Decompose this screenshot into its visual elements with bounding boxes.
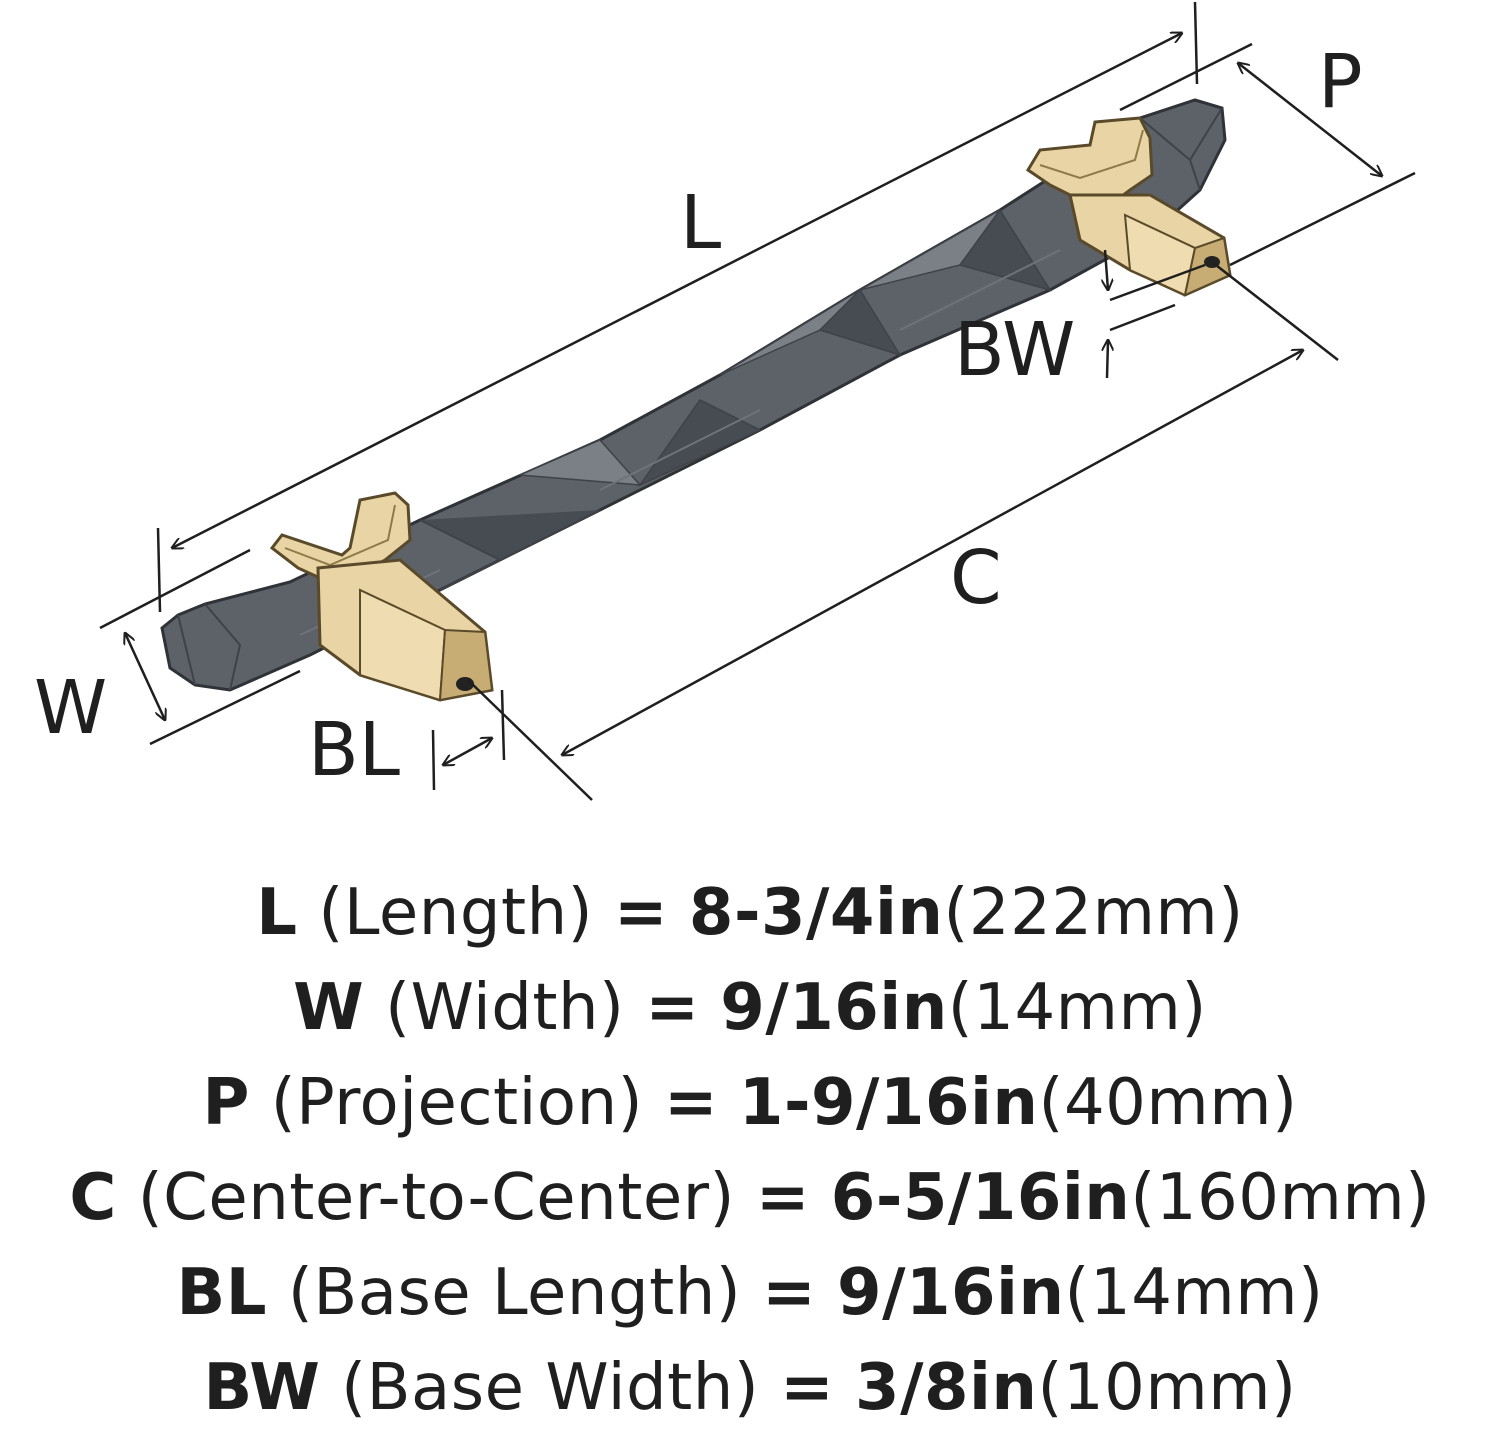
spec-row-projection: P (Projection) = 1-9/16in(40mm) bbox=[0, 1056, 1500, 1151]
label-p: P bbox=[1318, 39, 1363, 125]
spec-key: L bbox=[256, 876, 298, 950]
spec-row-base-width: BW (Base Width) = 3/8in(10mm) bbox=[0, 1341, 1500, 1436]
spec-equals: = bbox=[755, 1161, 810, 1235]
dim-line-c bbox=[562, 350, 1303, 755]
label-bl: BL bbox=[308, 707, 400, 793]
spec-row-base-length: BL (Base Length) = 9/16in(14mm) bbox=[0, 1246, 1500, 1341]
spec-value: 1-9/16in bbox=[738, 1066, 1039, 1140]
spec-desc: (Base Length) bbox=[287, 1256, 742, 1330]
spec-key: W bbox=[293, 971, 365, 1045]
spec-desc: (Width) bbox=[385, 971, 625, 1045]
spec-value: 8-3/4in bbox=[688, 876, 944, 950]
spec-row-length: L (Length) = 8-3/4in(222mm) bbox=[0, 866, 1500, 961]
label-c: C bbox=[950, 535, 1002, 621]
spec-desc: (Center-to-Center) bbox=[137, 1161, 735, 1235]
spec-metric: (10mm) bbox=[1037, 1351, 1297, 1425]
dim-line-bw-ext-b bbox=[1109, 303, 1176, 332]
spec-metric: (14mm) bbox=[947, 971, 1207, 1045]
ext-line-l-left bbox=[156, 527, 162, 613]
spec-key: BL bbox=[176, 1256, 267, 1330]
spec-equals: = bbox=[780, 1351, 835, 1425]
spec-value: 3/8in bbox=[855, 1351, 1038, 1425]
spec-equals: = bbox=[762, 1256, 817, 1330]
spec-equals: = bbox=[613, 876, 669, 950]
spec-list: L (Length) = 8-3/4in(222mm) W (Width) = … bbox=[0, 866, 1500, 1436]
spec-key: BW bbox=[203, 1351, 321, 1425]
spec-key: P bbox=[202, 1066, 250, 1140]
label-w: W bbox=[34, 665, 107, 751]
spec-desc: (Length) bbox=[318, 876, 594, 950]
label-l: L bbox=[680, 180, 721, 266]
spec-value: 6-5/16in bbox=[830, 1161, 1131, 1235]
spec-row-width: W (Width) = 9/16in(14mm) bbox=[0, 961, 1500, 1056]
dim-line-bw-ext-a bbox=[1109, 263, 1206, 302]
spec-equals: = bbox=[645, 971, 700, 1045]
label-bw: BW bbox=[954, 307, 1075, 393]
dim-line-bl bbox=[443, 738, 492, 765]
spec-key: C bbox=[69, 1161, 117, 1235]
handle-dimension-diagram: L P BW C W BL bbox=[34, 1, 1416, 801]
spec-metric: (14mm) bbox=[1064, 1256, 1324, 1330]
spec-desc: (Projection) bbox=[270, 1066, 644, 1140]
dim-line-p bbox=[1238, 63, 1382, 176]
dim-line-l bbox=[172, 33, 1182, 548]
spec-metric: (160mm) bbox=[1130, 1161, 1431, 1235]
spec-metric: (222mm) bbox=[943, 876, 1244, 950]
spec-desc: (Base Width) bbox=[341, 1351, 760, 1425]
dimension-lines bbox=[99, 1, 1416, 801]
spec-equals: = bbox=[663, 1066, 719, 1140]
dim-line-w bbox=[125, 633, 165, 720]
spec-value: 9/16in bbox=[720, 971, 948, 1045]
spec-metric: (40mm) bbox=[1038, 1066, 1298, 1140]
spec-row-center-to-center: C (Center-to-Center) = 6-5/16in(160mm) bbox=[0, 1151, 1500, 1246]
spec-value: 9/16in bbox=[837, 1256, 1065, 1330]
